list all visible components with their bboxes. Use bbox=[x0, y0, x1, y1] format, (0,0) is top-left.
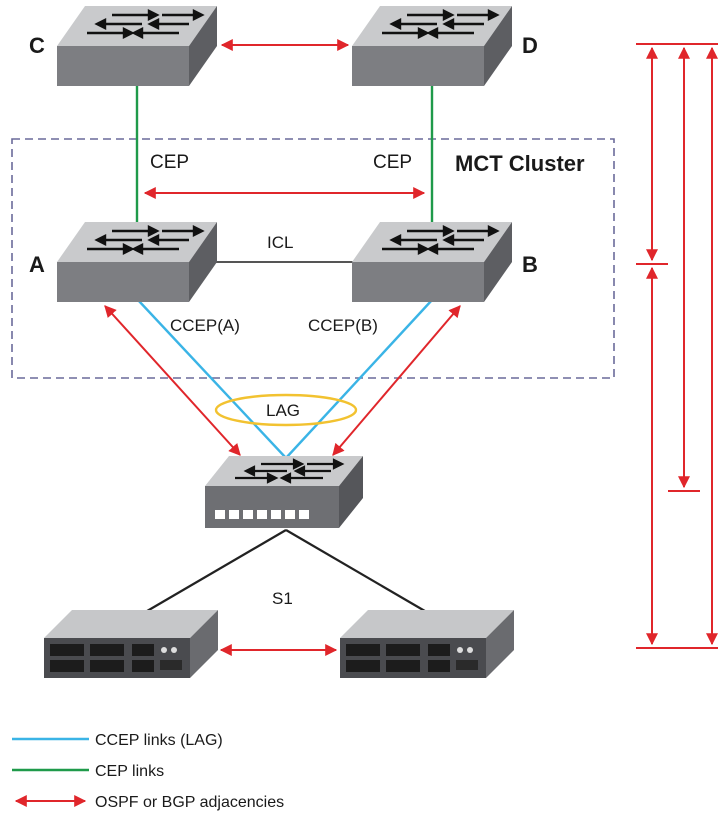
switch-d-label: D bbox=[522, 33, 538, 58]
switch-b-label: B bbox=[522, 252, 538, 277]
switch-c bbox=[55, 4, 219, 88]
switch-c-label: C bbox=[29, 33, 45, 58]
icl-label: ICL bbox=[267, 233, 293, 252]
mct-cluster-box bbox=[11, 138, 615, 379]
server-icon bbox=[340, 610, 514, 678]
legend-ccep-label: CCEP links (LAG) bbox=[95, 732, 223, 749]
switch-d bbox=[350, 4, 514, 88]
lag-label: LAG bbox=[266, 401, 300, 420]
switch-icon bbox=[55, 220, 219, 304]
switch-icon bbox=[350, 4, 514, 88]
server-icon bbox=[44, 610, 218, 678]
adjacency-arrow-a-s1 bbox=[104, 305, 241, 456]
server-left bbox=[44, 610, 218, 678]
switch-icon bbox=[350, 220, 514, 304]
s1-label: S1 bbox=[272, 589, 293, 608]
switch-icon bbox=[55, 4, 219, 88]
ccep-a-label: CCEP(A) bbox=[170, 316, 240, 335]
mct-cluster-title: MCT Cluster bbox=[455, 151, 585, 176]
server-right bbox=[340, 610, 514, 678]
s1-link-left bbox=[141, 529, 287, 615]
cep-left-label: CEP bbox=[150, 152, 189, 173]
s1-link-right bbox=[285, 529, 431, 615]
access-switch-s1 bbox=[205, 456, 363, 528]
switch-a bbox=[55, 220, 219, 304]
ccep-b-label: CCEP(B) bbox=[308, 316, 378, 335]
switch-a-label: A bbox=[29, 252, 45, 277]
cep-right-label: CEP bbox=[373, 152, 412, 173]
switch-b bbox=[350, 220, 514, 304]
legend-adjacency-label: OSPF or BGP adjacencies bbox=[95, 794, 284, 811]
access-switch-icon bbox=[205, 456, 363, 528]
adjacency-arrow-b-s1 bbox=[332, 305, 461, 456]
legend: CCEP links (LAG) CEP links OSPF or BGP a… bbox=[12, 732, 284, 811]
legend-cep-label: CEP links bbox=[95, 763, 164, 780]
